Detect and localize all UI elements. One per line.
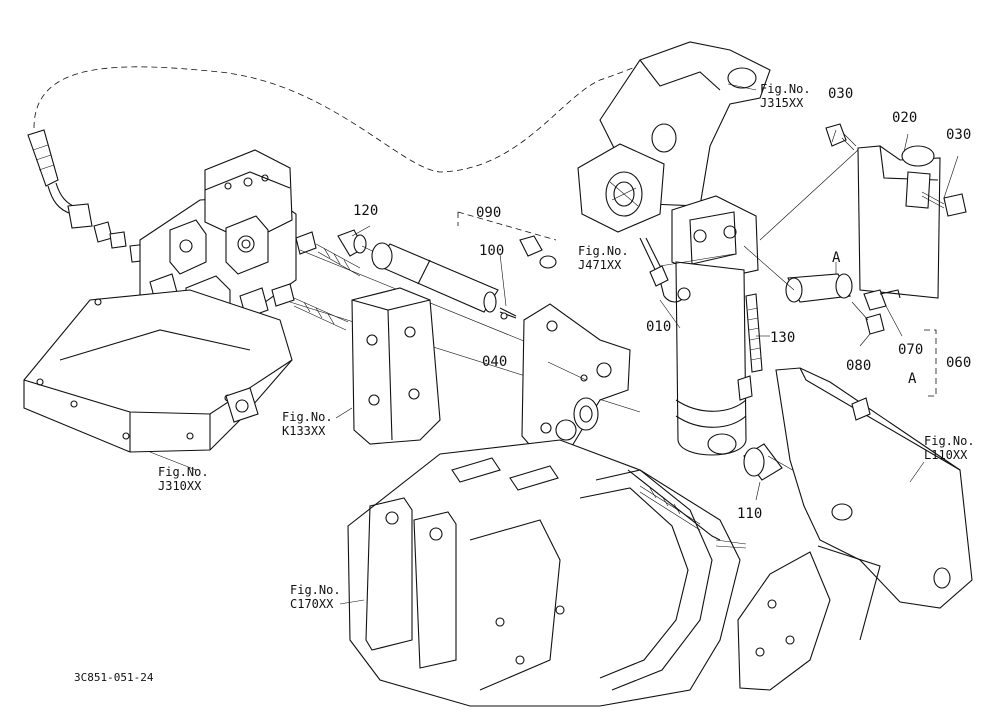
fig-ref-caption: Fig.No. [924,434,975,448]
fig-ref-c170xx[interactable]: Fig.No. C170XX [290,583,341,611]
fig-ref-caption: Fig.No. [290,583,341,597]
part-label-120: 120 [353,203,379,219]
part-030-bolt-left [825,123,857,151]
part-010-lift-cylinder [671,195,759,456]
part-060-pin [743,245,853,303]
leader-lines [149,83,959,605]
part-label-030-left: 030 [828,86,854,102]
part-020-cover [759,145,941,299]
fig-ref-j310xx[interactable]: Fig.No. J310XX [158,465,209,493]
part-080-plug [851,301,885,335]
control-valve [139,149,297,337]
part-mark-a-upper: A [832,250,841,266]
lift-arm [577,41,771,233]
fig-ref-k133xx[interactable]: Fig.No. K133XX [282,410,333,438]
part-label-010: 010 [646,319,672,335]
part-label-060: 060 [946,355,972,371]
part-030-bolt-right [921,191,967,217]
transmission-case [347,439,747,707]
fig-ref-number: J471XX [578,258,622,272]
hydraulic-housing [23,289,293,453]
valve-bolts [271,231,641,413]
fig-ref-caption: Fig.No. [282,410,333,424]
fig-ref-number: K133XX [282,424,326,438]
part-label-020: 020 [892,110,918,126]
fig-ref-caption: Fig.No. [760,82,811,96]
part-120-plug [337,229,396,263]
part-label-130: 130 [770,330,796,346]
fig-ref-j315xx[interactable]: Fig.No. J315XX [760,82,811,110]
part-label-090: 090 [476,205,502,221]
part-mark-a-lower: A [908,371,917,387]
part-130-pipe [745,293,763,373]
fig-ref-l110xx[interactable]: Fig.No. L110XX [924,434,975,462]
part-label-070: 070 [898,342,924,358]
part-090-pin [371,211,557,313]
fig-ref-caption: Fig.No. [158,465,209,479]
part-100-cotter-pin [499,307,517,320]
part-label-080: 080 [846,358,872,374]
part-label-100: 100 [479,243,505,259]
part-label-040: 040 [482,354,508,370]
fig-ref-number: C170XX [290,597,334,611]
fig-ref-number: L110XX [924,448,968,462]
lower-lift-arm [737,367,973,691]
fig-ref-j471xx[interactable]: Fig.No. J471XX [578,244,629,272]
fig-ref-caption: Fig.No. [578,244,629,258]
fig-ref-number: J315XX [760,96,804,110]
j471-fitting [639,237,691,303]
part-label-030-right: 030 [946,127,972,143]
part-label-110: 110 [737,506,763,522]
group-bracket-060 [924,329,937,397]
lift-bracket [351,287,441,445]
part-040-bracket [521,303,631,453]
drawing-code: 3C851-051-24 [74,671,154,684]
fig-ref-number: J310XX [158,479,202,493]
